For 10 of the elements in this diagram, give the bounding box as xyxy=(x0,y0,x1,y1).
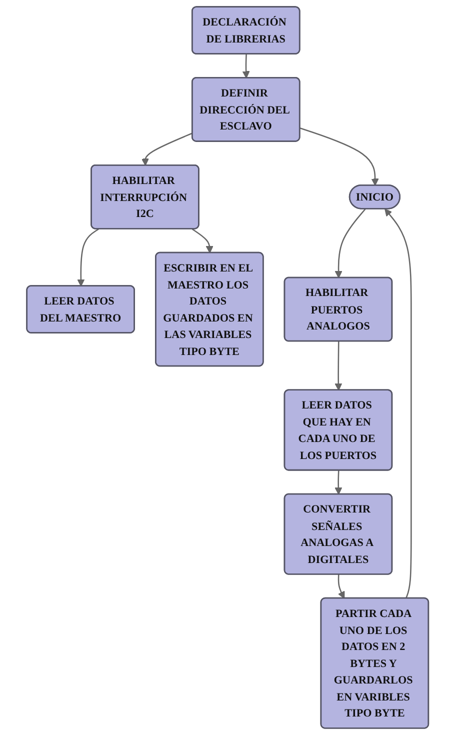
arrow xyxy=(242,54,250,78)
arrow xyxy=(300,127,380,186)
arrow xyxy=(335,341,343,391)
arrow xyxy=(335,470,343,495)
arrow xyxy=(384,208,412,599)
arrow xyxy=(338,574,346,599)
arrow xyxy=(142,132,194,166)
arrow xyxy=(335,208,366,278)
arrow xyxy=(78,228,100,287)
arrow xyxy=(192,228,214,254)
